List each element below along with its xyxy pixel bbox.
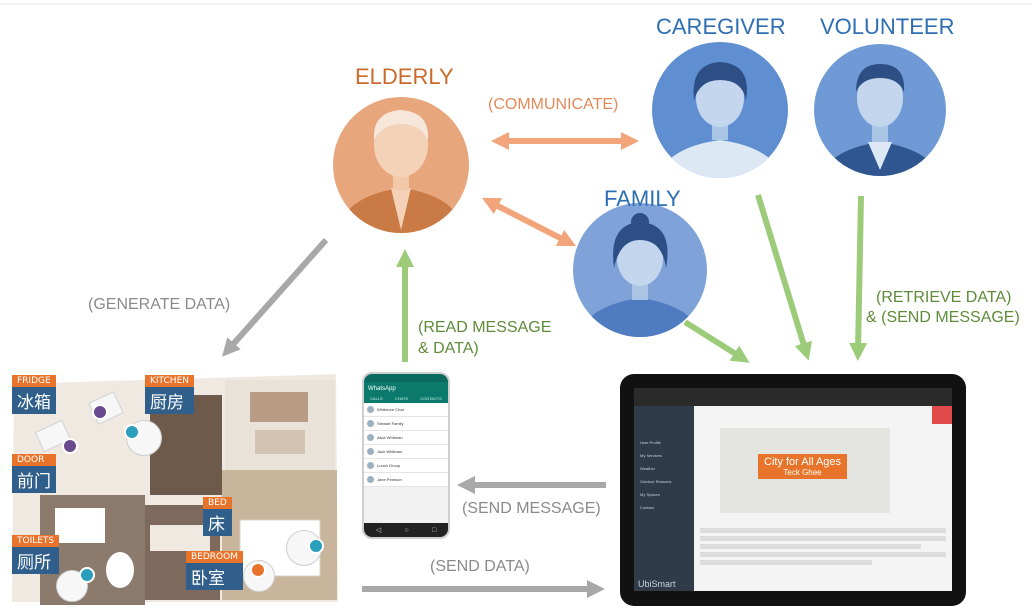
brand-subtitle: Teck Ghee: [783, 468, 822, 477]
home-icon: ○: [404, 526, 409, 534]
chat-row: Whitmore Chat: [364, 403, 448, 417]
room-tag-zh: 厕所: [12, 547, 60, 574]
avatar: [367, 476, 374, 483]
chat-row: Jane Pearson: [364, 473, 448, 487]
room-tag-toilets: TOILETS 厕所: [12, 535, 60, 574]
retrieve-data-label-line1: (RETRIEVE DATA): [876, 289, 1012, 306]
room-tag-bed: BED 床: [203, 497, 232, 536]
caregiver-label: CAREGIVER: [656, 14, 786, 39]
retrieve-data-label-line2: & (SEND MESSAGE): [866, 309, 1020, 326]
volunteer-label: VOLUNTEER: [820, 14, 955, 39]
volunteer-retrieve-arrow: [849, 195, 868, 361]
family-avatar: [573, 203, 707, 337]
sidebar-item: Contact: [640, 505, 654, 510]
family-retrieve-arrow: [683, 319, 750, 363]
sidebar-item: My Services: [640, 453, 662, 458]
chat-row: Lunch Group: [364, 459, 448, 473]
tablet-mockup: User Profile My Services Weather Outdoor…: [620, 374, 966, 606]
avatar: [367, 462, 374, 469]
bedroom-marker-icon: [250, 562, 266, 578]
room-tag-en: BED: [203, 497, 232, 509]
dashboard-sidebar: User Profile My Services Weather Outdoor…: [634, 406, 694, 591]
sidebar-item: Weather: [640, 466, 656, 471]
family-label: FAMILY: [604, 186, 681, 211]
room-tag-en: FRIDGE: [12, 375, 56, 387]
chat-row: Alice Whitman: [364, 431, 448, 445]
generate-data-arrow: [222, 238, 329, 357]
room-tag-zh: 厨房: [145, 387, 194, 414]
sidebar-item: User Profile: [640, 440, 661, 445]
brand-title: City for All Ages: [764, 456, 842, 468]
chat-name: Alice Whitman: [377, 435, 403, 440]
ubismart-logo: UbiSmart: [638, 579, 676, 589]
room-tag-door: DOOR 前门: [12, 454, 56, 493]
chat-name: Stewart Family: [377, 421, 404, 426]
chat-row: Stewart Family: [364, 417, 448, 431]
room-tag-en: TOILETS: [12, 535, 60, 547]
chat-name: Whitmore Chat: [377, 407, 404, 412]
back-icon: ◁: [375, 527, 382, 534]
room-tag-zh: 床: [203, 509, 232, 536]
phone-tab: CHATS: [394, 396, 409, 401]
dashboard-main: City for All Ages Teck Ghee: [694, 406, 952, 591]
sidebar-profile: [634, 406, 694, 436]
kitchen-marker-icon: [124, 424, 140, 440]
communicate-label: (COMMUNICATE): [488, 96, 619, 113]
header-accent: [932, 406, 952, 424]
chat-name: Jane Pearson: [377, 477, 402, 482]
phone-status-bar: [364, 374, 448, 382]
avatar: [367, 434, 374, 441]
phone-tab: CALLS: [370, 396, 383, 401]
read-message-label-line1: (READ MESSAGE: [418, 319, 552, 336]
room-tag-zh: 卧室: [186, 563, 243, 590]
toilet-marker-icon: [79, 567, 95, 583]
elderly-family-arrow: [481, 197, 577, 247]
city-brand-badge: City for All Ages Teck Ghee: [758, 454, 848, 479]
bed-marker-icon: [308, 538, 324, 554]
elderly-label: ELDERLY: [355, 64, 454, 89]
volunteer-avatar: [814, 44, 946, 176]
tablet-screen: User Profile My Services Weather Outdoor…: [634, 388, 952, 591]
phone-tabs: CALLS CHATS CONTACTS: [364, 394, 448, 403]
sidebar-item: Outdoor Reasons: [640, 479, 672, 484]
generate-data-label: (GENERATE DATA): [88, 296, 231, 313]
recents-icon: □: [432, 526, 437, 534]
chat-name: Jack Whitman: [377, 449, 403, 454]
fridge-marker-icon: [92, 404, 108, 420]
caregiver-avatar: [652, 42, 788, 178]
browser-bar: [634, 388, 952, 406]
avatar: [367, 406, 374, 413]
phone-nav-bar: ◁ ○ □: [364, 523, 448, 537]
chat-row: Jack Whitman: [364, 445, 448, 459]
room-tag-en: BEDROOM: [186, 551, 243, 563]
phone-app-title: WhatsApp: [364, 382, 448, 394]
room-tag-zh: 冰箱: [12, 387, 56, 414]
room-tag-en: KITCHEN: [145, 375, 194, 387]
avatar: [367, 420, 374, 427]
description-text-block: [700, 528, 946, 565]
avatar: [367, 448, 374, 455]
room-tag-en: DOOR: [12, 454, 56, 466]
room-tag-kitchen: KITCHEN 厨房: [145, 375, 194, 414]
phone-tab: CONTACTS: [420, 396, 442, 401]
room-tag-zh: 前门: [12, 466, 56, 493]
read-message-label-line2: & DATA): [418, 340, 479, 357]
send-data-label: (SEND DATA): [430, 558, 530, 575]
elderly-avatar: [333, 97, 469, 233]
chat-name: Lunch Group: [377, 463, 401, 468]
door-marker-icon: [62, 438, 78, 454]
room-tag-bedroom: BEDROOM 卧室: [186, 551, 243, 590]
send-message-label: (SEND MESSAGE): [462, 500, 601, 517]
sidebar-item: My Spaces: [640, 492, 660, 497]
smartphone-mockup: WhatsApp CALLS CHATS CONTACTS Whitmore C…: [362, 372, 450, 539]
caregiver-retrieve-arrow: [755, 194, 812, 361]
room-tag-fridge: FRIDGE 冰箱: [12, 375, 56, 414]
